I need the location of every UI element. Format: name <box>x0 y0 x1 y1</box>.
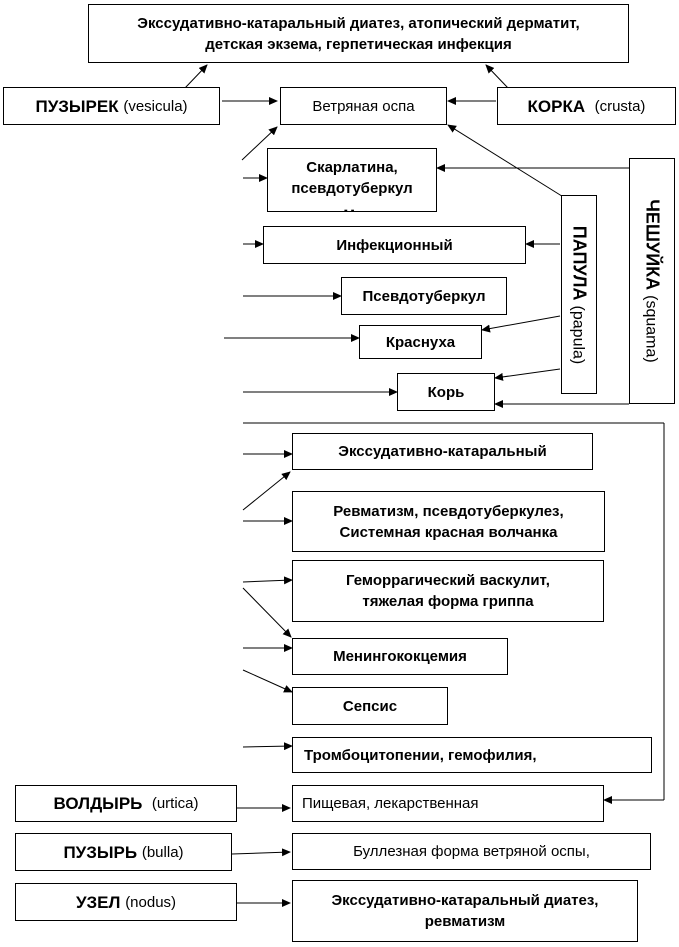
rheumatism-line-1: Ревматизм, псевдотуберкулез, <box>333 502 564 520</box>
arrow-bulla-to-bullous <box>231 848 291 857</box>
arrow-papula-to-measles <box>494 368 561 381</box>
sepsis-label: Сепсис <box>342 697 398 715</box>
vesicula-name: ПУЗЫРЕК <box>35 96 119 116</box>
scarlatina-line-2: псевдотуберкул <box>291 180 413 197</box>
papula-name: ПАПУЛА <box>569 225 590 301</box>
papula-latin: (papula) <box>569 305 587 364</box>
arrow-left-to-vasculitis <box>242 576 293 585</box>
box-nodus-diseases: Экссудативно-катаральный диатез, ревмати… <box>292 880 638 942</box>
arrow-left-to-thrombo <box>242 742 293 751</box>
box-scarlatina: Скарлатина, псевдотуберкул <box>267 148 437 212</box>
box-infectious: Инфекционный <box>263 226 526 264</box>
nodus-name: УЗЕЛ <box>75 892 121 912</box>
urtica-latin: (urtica) <box>151 795 199 812</box>
arrow-papula-to-varicella <box>447 124 566 199</box>
label-papula: ПАПУЛА (papula) <box>561 195 597 394</box>
label-nodus: УЗЕЛ (nodus) <box>15 883 237 921</box>
rubella-label: Краснуха <box>385 333 456 351</box>
box-food: Пищевая, лекарственная <box>292 785 604 822</box>
squama-latin: (squama) <box>642 295 660 363</box>
label-crusta: КОРКА (crusta) <box>497 87 676 125</box>
arrow-left-diag-to-sepsis <box>242 669 293 693</box>
nodus-latin: (nodus) <box>125 893 177 911</box>
top-box-line-2: детская экзема, герпетическая инфекция <box>205 35 512 53</box>
scarlatina-line-1: Скарлатина, <box>306 159 398 176</box>
papula-text: ПАПУЛА (papula) <box>569 225 590 364</box>
scarlatina-cut-text: - - <box>344 204 355 216</box>
bulla-latin: (bulla) <box>141 843 184 861</box>
label-squama: ЧЕШУЙКА (squama) <box>629 158 675 404</box>
meningococcemia-label: Менингококцемия <box>333 648 467 665</box>
box-vasculitis: Геморрагический васкулит, тяжелая форма … <box>292 560 604 622</box>
urtica-name: ВОЛДЫРЬ <box>53 794 143 813</box>
arrow-vesicula-to-top <box>184 64 208 89</box>
box-thrombocytopenia: Тромбоцитопении, гемофилия, <box>292 737 652 773</box>
bullous-label: Буллезная форма ветряной оспы, <box>353 843 590 860</box>
measles-label: Корь <box>427 383 465 401</box>
box-pseudotuberculosis: Псевдотуберкул <box>341 277 507 315</box>
exudative-label: Экссудативно-катаральный <box>338 443 547 460</box>
box-rubella: Краснуха <box>359 325 482 359</box>
food-label: Пищевая, лекарственная <box>302 795 479 812</box>
arrow-left-to-varicella <box>241 126 278 161</box>
box-bullous: Буллезная форма ветряной оспы, <box>292 833 651 870</box>
thrombocytopenia-label: Тромбоцитопении, гемофилия, <box>304 746 537 764</box>
crusta-latin: (crusta) <box>594 97 646 115</box>
box-meningococcemia: Менингококцемия <box>292 638 508 675</box>
box-sepsis: Сепсис <box>292 687 448 725</box>
pseudotuberculosis-label: Псевдотуберкул <box>362 287 486 305</box>
bulla-name: ПУЗЫРЬ <box>63 842 138 862</box>
label-bulla: ПУЗЫРЬ (bulla) <box>15 833 232 871</box>
nodus-box-line-2: ревматизм <box>424 913 506 930</box>
squama-text: ЧЕШУЙКА (squama) <box>642 199 663 362</box>
top-diseases-box: Экссудативно-катаральный диатез, атопиче… <box>88 4 629 63</box>
vasculitis-line-2: тяжелая форма гриппа <box>362 593 534 610</box>
label-urtica: ВОЛДЫРЬ (urtica) <box>15 785 237 822</box>
arrow-papula-to-rubella <box>481 315 561 333</box>
nodus-box-line-1: Экссудативно-катаральный диатез, <box>331 892 599 909</box>
arrow-left-diag-to-meningo <box>242 587 292 638</box>
squama-name: ЧЕШУЙКА <box>642 199 663 291</box>
arrow-left-diag-to-exudative <box>242 471 291 511</box>
arrow-crusta-to-top <box>485 64 509 89</box>
vasculitis-line-1: Геморрагический васкулит, <box>346 572 550 589</box>
box-varicella: Ветряная оспа <box>280 87 447 125</box>
top-box-line-1: Экссудативно-катаральный диатез, атопиче… <box>137 14 580 32</box>
box-measles: Корь <box>397 373 495 411</box>
label-vesicula: ПУЗЫРЕК (vesicula) <box>3 87 220 125</box>
varicella-label: Ветряная оспа <box>312 97 415 115</box>
crusta-name: КОРКА <box>527 96 586 116</box>
box-exudative: Экссудативно-катаральный <box>292 433 593 470</box>
vesicula-latin: (vesicula) <box>123 97 188 115</box>
infectious-label: Инфекционный <box>336 236 453 254</box>
rheumatism-line-2: Системная красная волчанка <box>339 523 558 541</box>
box-rheumatism: Ревматизм, псевдотуберкулез, Системная к… <box>292 491 605 552</box>
